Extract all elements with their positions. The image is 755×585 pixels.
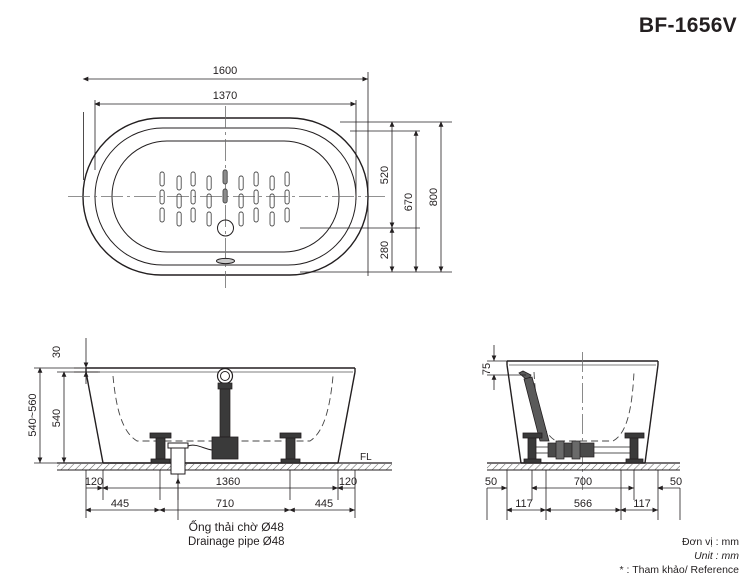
dim-800: 800 (428, 188, 440, 206)
svg-text:FL: FL (360, 452, 372, 463)
dim-445-left: 445 (111, 498, 129, 510)
dim-1360: 1360 (216, 476, 240, 488)
overflow-symbol (216, 257, 235, 265)
unit-note-en: Unit : mm (694, 550, 739, 562)
top-plan-view (68, 72, 452, 288)
dim-710: 710 (216, 498, 234, 510)
page-title: BF-1656V (638, 14, 737, 37)
dim-700: 700 (574, 476, 592, 488)
side-elevation-view (486, 345, 681, 520)
reference-note: * : Tham khảo/ Reference (619, 564, 739, 576)
dim-117-right: 117 (633, 498, 651, 510)
dim-50-right: 50 (670, 476, 682, 488)
dim-120-right: 120 (339, 476, 357, 488)
dim-117-left: 117 (515, 498, 533, 510)
dim-520: 520 (379, 166, 391, 184)
dim-540: 540 (51, 409, 63, 427)
unit-note-vn: Đơn vị : mm (681, 536, 739, 548)
overflow-pipe (518, 370, 550, 442)
drain-symbol (217, 219, 234, 237)
dim-1600: 1600 (213, 65, 237, 77)
antislip-slot-pattern (159, 169, 290, 227)
drainage-pipe-label-vn: Ống thải chờ Ø48 (188, 520, 284, 534)
dim-30: 30 (51, 346, 63, 358)
waste-overflow-assembly (167, 367, 239, 475)
adjustable-leg (522, 432, 645, 464)
dim-120-left: 120 (85, 476, 103, 488)
front-elevation-view: FL (34, 338, 392, 520)
dim-670: 670 (403, 193, 415, 211)
dim-75: 75 (481, 363, 493, 375)
adjustable-leg (149, 432, 302, 464)
drainage-pipe-label: Ống thải chờ Ø48 Drainage pipe Ø48 (188, 520, 285, 550)
dim-445-right: 445 (315, 498, 333, 510)
dim-50-left: 50 (485, 476, 497, 488)
notes-block: Đơn vị : mm Unit : mm * : Tham khảo/ Ref… (620, 535, 739, 577)
dim-1370: 1370 (213, 90, 237, 102)
dim-540-560: 540~560 (27, 393, 39, 436)
drainage-pipe-label-en: Drainage pipe Ø48 (188, 536, 285, 548)
dim-280: 280 (379, 241, 391, 259)
dim-566: 566 (574, 498, 592, 510)
